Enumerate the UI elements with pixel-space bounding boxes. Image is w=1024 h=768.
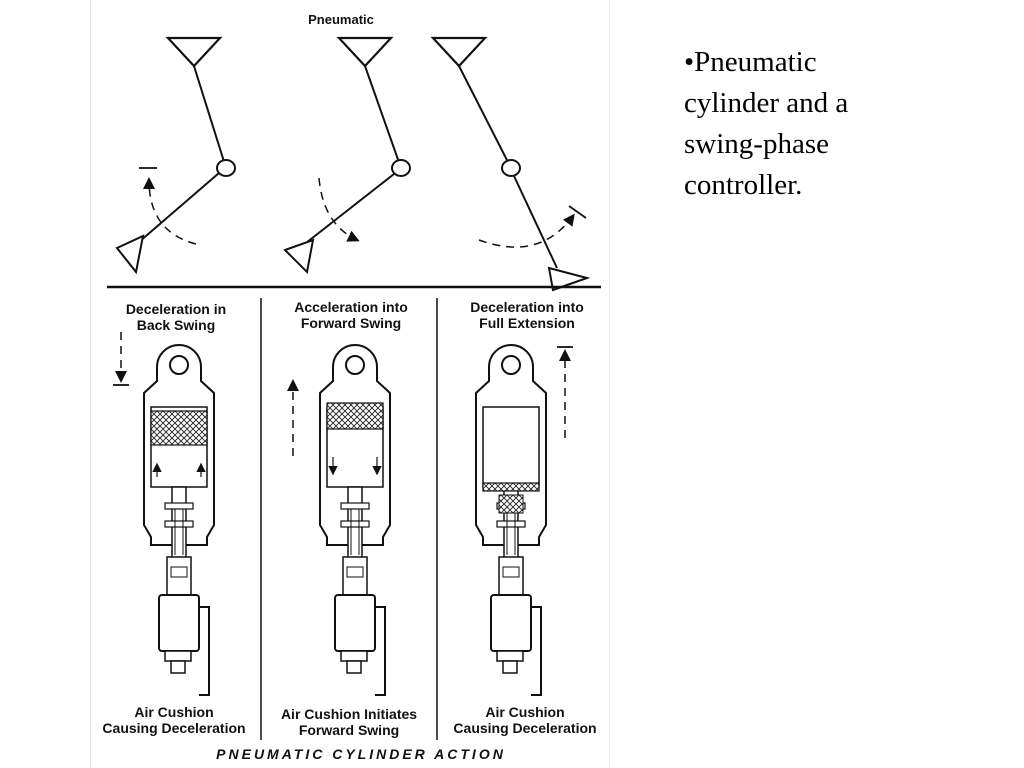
pneumatic-cylinder-figure: Pneumatic Deceleration in Back Swing Acc… [90, 0, 610, 768]
panel-caption: Air Cushion Causing Deceleration [453, 704, 597, 736]
panel-heading: Acceleration into Forward Swing [294, 299, 408, 331]
panel-caption: Air Cushion Causing Deceleration [102, 704, 246, 736]
cylinder-1 [143, 344, 215, 696]
figure-top-title: Pneumatic [308, 12, 374, 27]
cylinder-3 [475, 344, 547, 696]
slide-bullet-text: •Pneumatic cylinder and a swing-phase co… [684, 46, 849, 201]
figure-bottom-title: PNEUMATIC CYLINDER ACTION [216, 746, 506, 762]
figure-drawing [107, 36, 601, 740]
leg-swing-sketches [115, 36, 591, 292]
cylinder-2 [319, 344, 391, 696]
panel-caption: Air Cushion Initiates Forward Swing [280, 706, 418, 738]
panel-heading: Deceleration into Full Extension [470, 299, 584, 331]
panel-heading: Deceleration in Back Swing [125, 301, 227, 333]
